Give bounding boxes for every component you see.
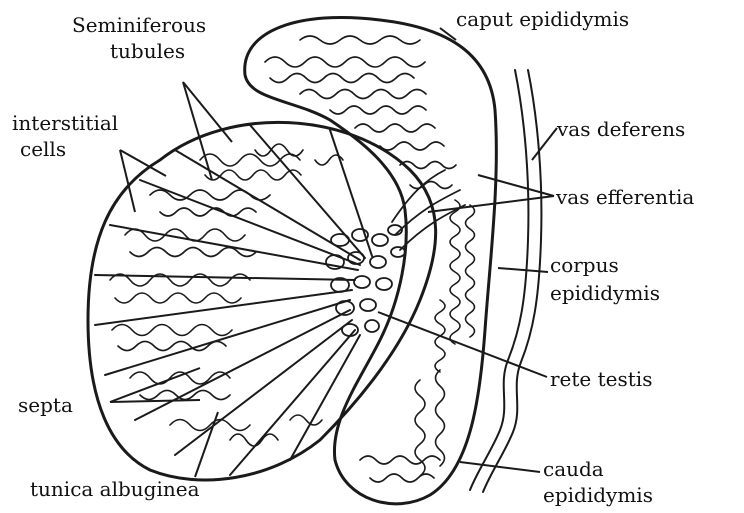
label-cells: cells bbox=[20, 138, 66, 160]
label-corpus: corpus bbox=[550, 254, 619, 276]
label-vas-efferentia: vas efferentia bbox=[556, 186, 694, 208]
label-cauda: cauda bbox=[543, 458, 604, 480]
testis-capsule bbox=[88, 122, 436, 480]
vas-deferens-tube bbox=[470, 70, 541, 492]
label-vas-deferens: vas deferens bbox=[557, 118, 685, 140]
label-tunica-albuginea: tunica albuginea bbox=[30, 478, 200, 500]
label-tubules: tubules bbox=[110, 40, 185, 62]
label-rete-testis: rete testis bbox=[550, 368, 652, 390]
label-cauda-epididymis: epididymis bbox=[543, 484, 653, 506]
label-seminiferous: Seminiferous bbox=[72, 14, 206, 36]
label-caput-epididymis: caput epididymis bbox=[456, 8, 629, 30]
label-interstitial: interstitial bbox=[12, 112, 118, 134]
label-corpus-epididymis: epididymis bbox=[550, 282, 660, 304]
cauda-coils bbox=[360, 370, 445, 482]
label-septa: septa bbox=[18, 394, 73, 416]
caput-coils bbox=[265, 36, 456, 189]
